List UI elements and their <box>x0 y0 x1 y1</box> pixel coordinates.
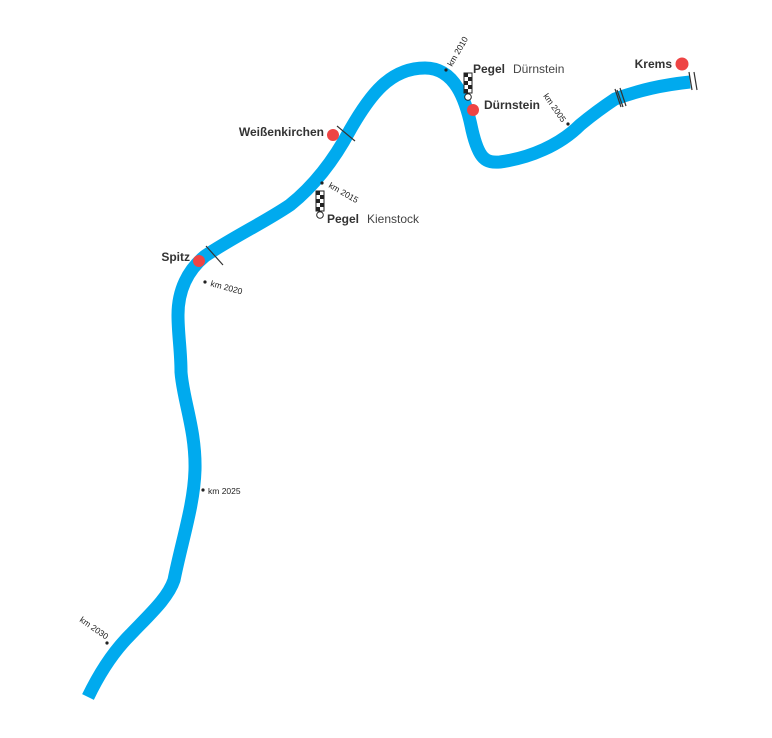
bridge-marker <box>336 125 356 142</box>
gauge-label: Pegel Kienstock <box>327 210 420 227</box>
gauge-icon <box>315 190 325 219</box>
km-label: km 2025 <box>208 486 241 496</box>
city-label: Dürnstein <box>484 98 540 112</box>
km-label: km 2010 <box>445 35 470 68</box>
river-end-mark <box>688 71 698 91</box>
city-dot <box>675 57 689 71</box>
city-dot <box>467 104 479 116</box>
km-dot <box>203 280 207 284</box>
km-label: km 2030 <box>78 614 111 641</box>
city-dot <box>193 255 205 267</box>
km-marker-2005: km 2005 <box>541 91 570 126</box>
city-weissenkirchen: Weißenkirchen <box>239 125 339 141</box>
km-dot <box>566 122 570 126</box>
city-spitz: Spitz <box>161 250 205 267</box>
gauge-icon <box>463 72 473 101</box>
city-label: Weißenkirchen <box>239 125 324 139</box>
km-dot <box>201 488 205 492</box>
river-cut-mark <box>614 87 627 108</box>
gauge-kienstock: Pegel Kienstock <box>315 190 420 227</box>
bridge-marker <box>205 245 224 266</box>
km-dot <box>105 641 109 645</box>
km-label: km 2015 <box>327 180 360 205</box>
gauge-label-name: Kienstock <box>367 212 420 226</box>
km-marker-2020: km 2020 <box>203 278 244 296</box>
km-marker-2030: km 2030 <box>78 614 111 645</box>
city-label: Spitz <box>161 250 190 264</box>
gauge-label-bold: Pegel <box>473 62 505 76</box>
river-danube <box>82 61 691 700</box>
gauge-label-bold: Pegel <box>327 212 359 226</box>
city-krems: Krems <box>635 57 689 71</box>
km-dot <box>320 181 324 185</box>
city-label: Krems <box>635 57 673 71</box>
km-marker-2015: km 2015 <box>320 180 360 205</box>
gauge-label: Pegel Dürnstein <box>473 60 564 77</box>
km-label: km 2005 <box>541 91 568 124</box>
km-dot <box>444 68 448 72</box>
gauge-duernstein: Pegel Dürnstein <box>463 60 564 101</box>
km-label: km 2020 <box>209 278 243 296</box>
gauge-label-name: Dürnstein <box>513 62 564 76</box>
km-marker-2010: km 2010 <box>444 35 470 72</box>
city-duernstein: Dürnstein <box>467 98 540 116</box>
city-dot <box>327 129 339 141</box>
km-marker-2025: km 2025 <box>201 486 241 496</box>
